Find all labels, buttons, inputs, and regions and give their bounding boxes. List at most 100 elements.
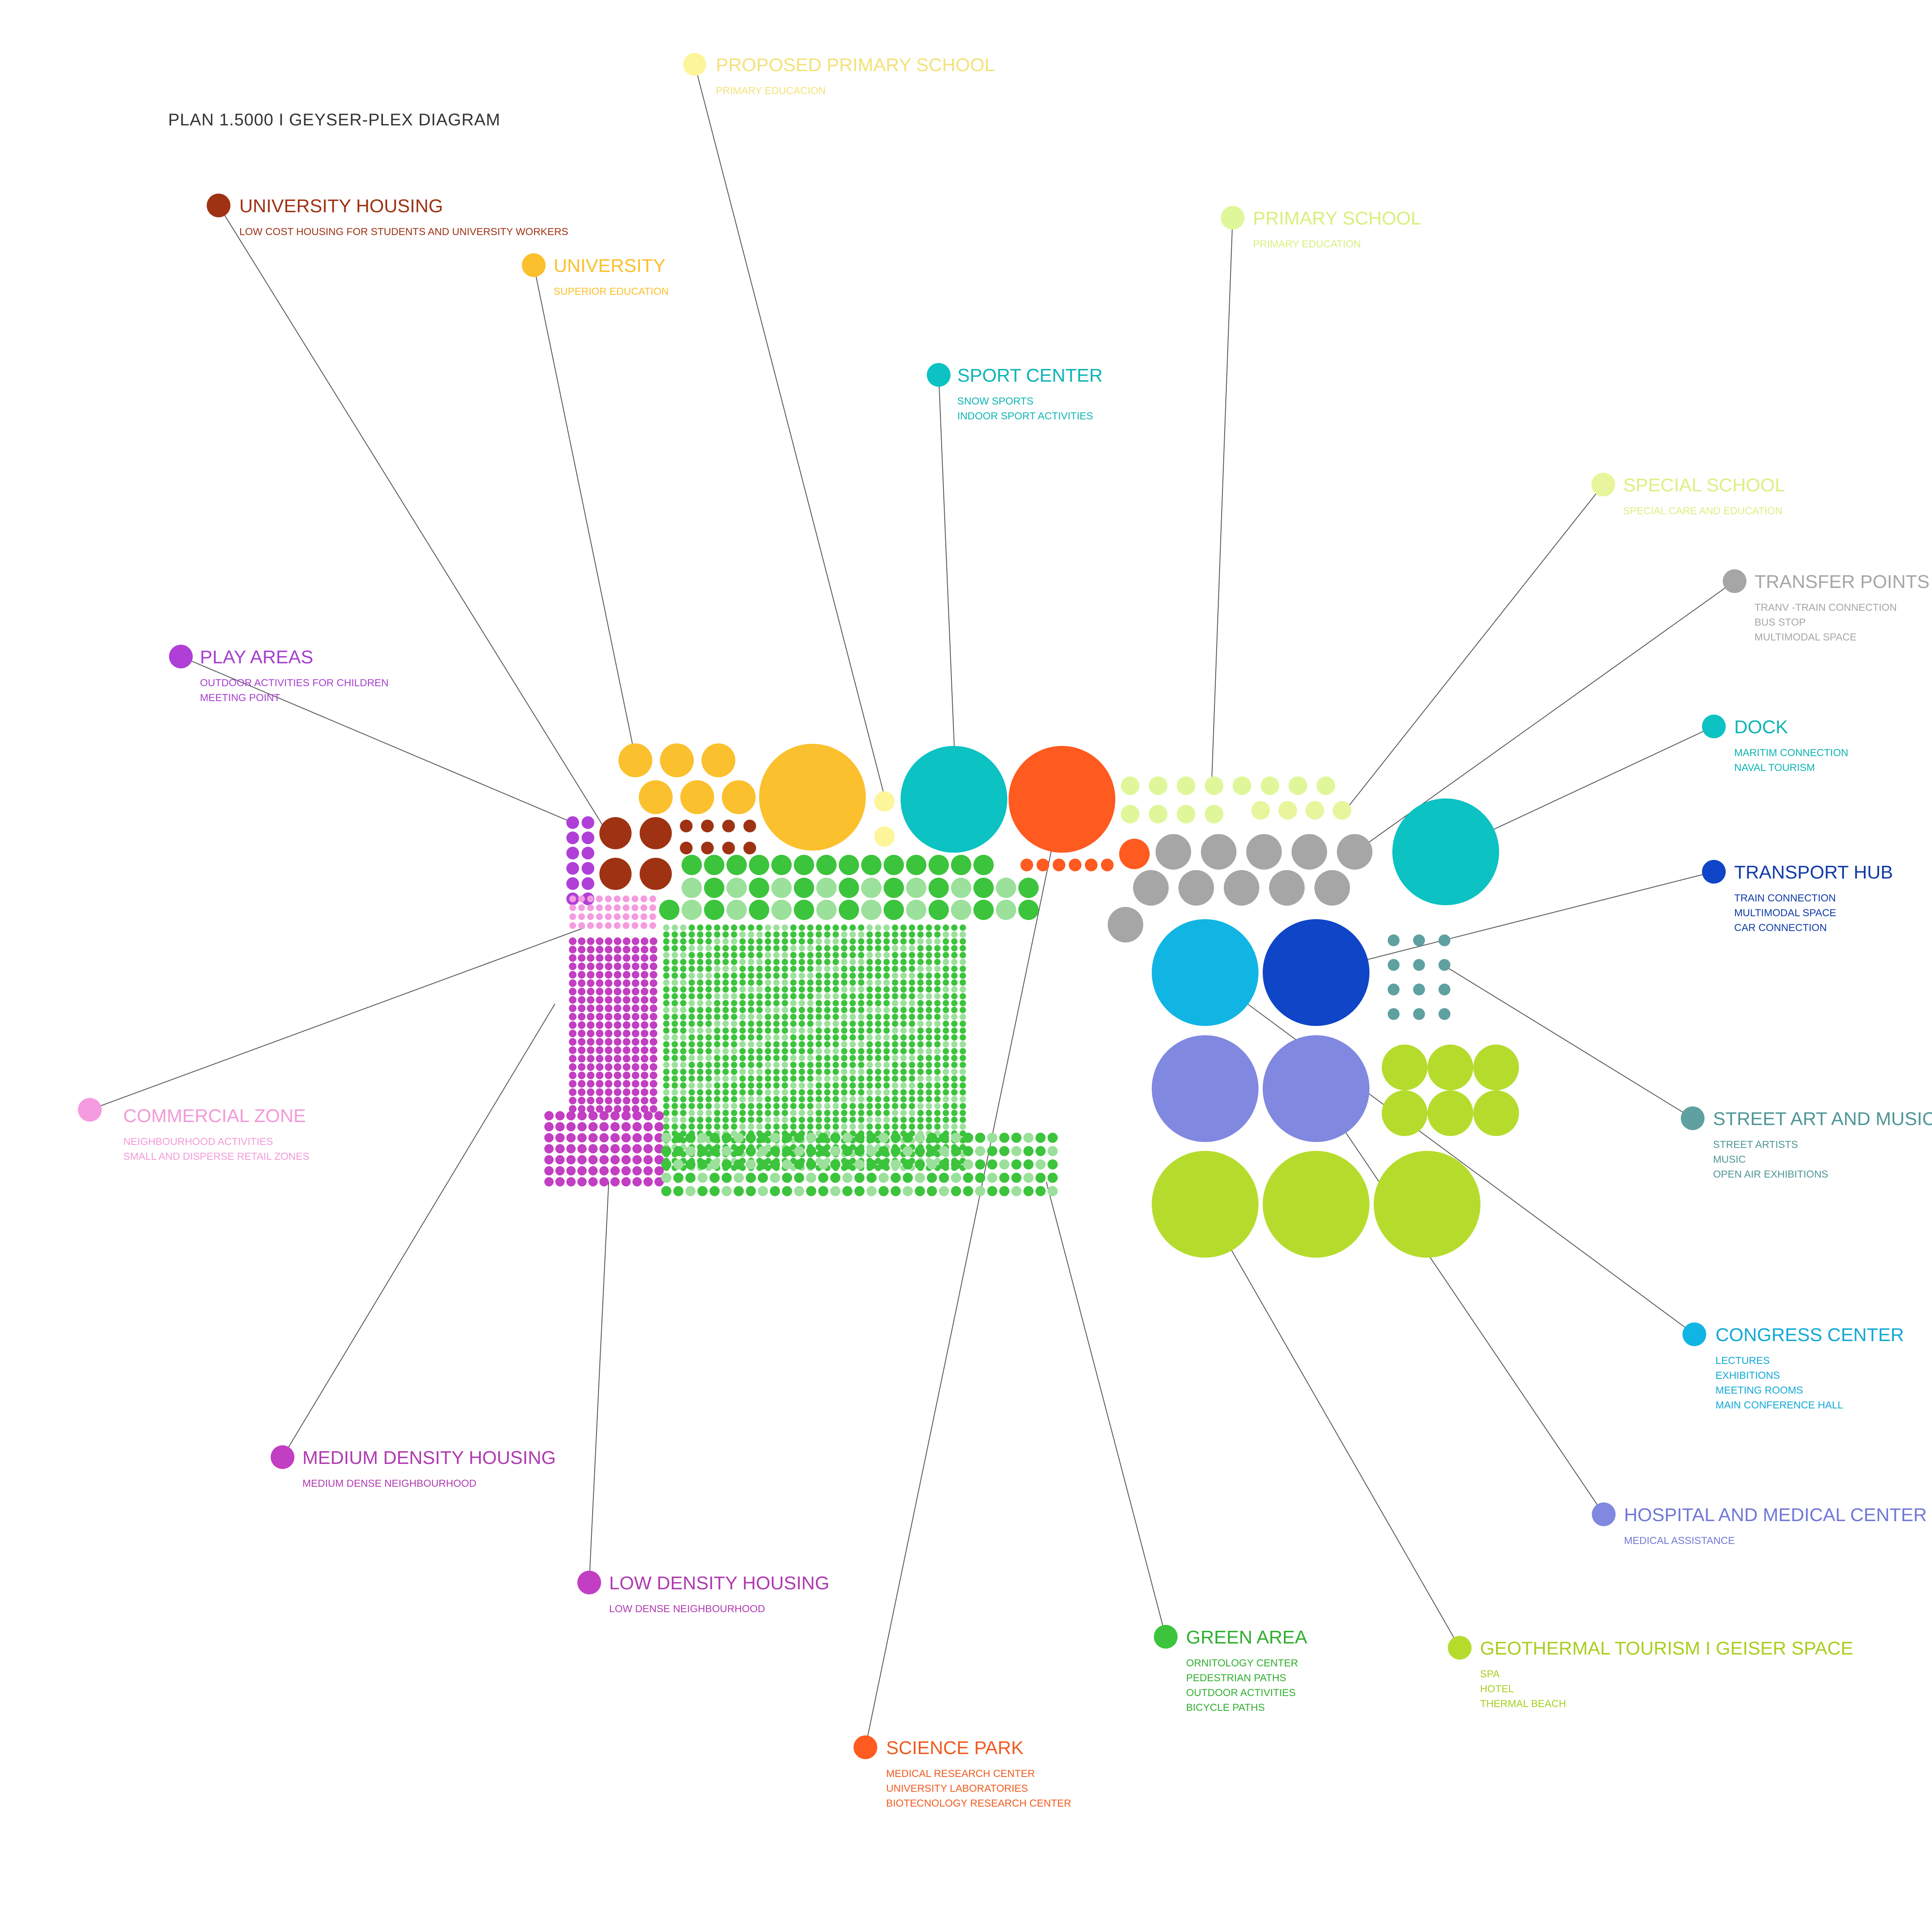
green-field-dot — [663, 1000, 670, 1006]
green-field-dot — [790, 959, 797, 965]
green-field-dot — [739, 931, 746, 938]
medium-density-dot — [596, 1088, 604, 1096]
green-field-dot — [748, 1014, 754, 1020]
low-density-dot — [566, 1177, 576, 1186]
green-field-dot — [858, 979, 865, 986]
green-field-dot — [739, 952, 746, 959]
green-area-small-dot — [734, 1146, 744, 1156]
green-field-dot — [866, 952, 873, 959]
green-field-dot — [849, 1123, 856, 1130]
medium-density-dot — [587, 1088, 595, 1096]
label-subtitle: BUS STOP — [1755, 617, 1806, 628]
green-area-dot — [839, 855, 859, 875]
label-subtitle: MEETING ROOMS — [1716, 1385, 1803, 1396]
university-dot — [639, 780, 673, 814]
green-field-dot — [849, 1109, 856, 1116]
green-field-dot — [663, 1103, 670, 1109]
commercial-dot — [578, 895, 585, 902]
green-field-dot — [714, 1082, 721, 1089]
green-field-dot — [917, 1075, 924, 1082]
green-area-small-dot — [710, 1146, 720, 1156]
green-field-dot — [671, 965, 678, 972]
green-field-dot — [671, 959, 678, 965]
medium-density-dot — [578, 1038, 586, 1046]
green-field-dot — [663, 1020, 670, 1027]
congress_center-leader-line — [1205, 972, 1695, 1335]
green-field-dot — [680, 1034, 687, 1041]
green-field-dot — [892, 1117, 898, 1123]
green-field-dot — [798, 1123, 805, 1130]
medium-density-dot — [569, 1071, 577, 1079]
low-density-dot — [632, 1166, 642, 1175]
green-field-dot — [731, 1062, 737, 1068]
green-field-dot — [722, 1020, 729, 1027]
green-field-dot — [748, 1055, 754, 1062]
green-field-dot — [680, 979, 687, 986]
green-area-small-dot — [697, 1133, 708, 1143]
green-area-small-dot — [890, 1159, 901, 1170]
street-art-dot — [1413, 934, 1425, 946]
green-field-dot — [722, 986, 729, 993]
medium-density-dot — [614, 1029, 621, 1037]
green-field-dot — [765, 1096, 771, 1103]
green-field-dot — [934, 1027, 941, 1034]
low-density-dot — [632, 1111, 642, 1120]
green-field-dot — [832, 972, 839, 979]
green-field-dot — [883, 1103, 890, 1109]
green-field-dot — [671, 979, 678, 986]
label-subtitle: NAVAL TOURISM — [1734, 762, 1815, 773]
green-field-dot — [697, 1068, 704, 1075]
green-field-dot — [722, 1014, 729, 1020]
green-field-dot — [934, 1000, 941, 1006]
green-field-dot — [790, 986, 797, 993]
green-area-small-dot — [854, 1146, 865, 1156]
green-field-dot — [942, 1075, 949, 1082]
green-field-dot — [798, 1103, 805, 1109]
green-area-small-dot — [1023, 1146, 1034, 1156]
green-field-dot — [663, 1014, 670, 1020]
green-area-small-dot — [806, 1133, 816, 1143]
university-legend-icon — [522, 253, 546, 277]
medium-density-dot — [632, 1046, 640, 1054]
green-area-small-dot — [685, 1172, 696, 1183]
green-field-dot — [807, 1068, 814, 1075]
green-field-dot — [951, 1000, 958, 1006]
green-field-dot — [663, 945, 670, 952]
green-field-dot — [849, 945, 856, 952]
green-area-small-dot — [710, 1159, 720, 1170]
low-density-dot — [632, 1133, 642, 1142]
medium-density-dot — [632, 996, 640, 1004]
green-field-dot — [748, 1034, 754, 1041]
green-field-dot — [875, 938, 881, 945]
green-field-dot — [951, 945, 958, 952]
green-field-dot — [849, 1089, 856, 1096]
green-field-dot — [773, 993, 780, 1000]
green-field-dot — [773, 931, 780, 938]
green-field-dot — [832, 1034, 839, 1041]
green-field-dot — [663, 965, 670, 972]
green-field-dot — [858, 1006, 865, 1013]
green-field-dot — [942, 986, 949, 993]
commercial-dot — [605, 895, 612, 902]
green-area-dot — [771, 855, 792, 875]
green-field-dot — [883, 1027, 890, 1034]
green-area-small-dot — [782, 1172, 792, 1183]
medium-density-dot — [614, 1105, 621, 1113]
green-field-dot — [959, 1117, 966, 1123]
medium-density-dot — [640, 1013, 649, 1021]
green-field-dot — [765, 959, 771, 965]
green-field-dot — [798, 1020, 805, 1027]
green-field-dot — [858, 1048, 865, 1055]
label-subtitle: SNOW SPORTS — [957, 396, 1034, 407]
green-field-dot — [765, 993, 771, 1000]
green-field-dot — [705, 1109, 712, 1116]
green-field-dot — [697, 952, 704, 959]
medium-density-dot — [587, 954, 595, 962]
green-field-dot — [909, 1123, 915, 1130]
green-field-dot — [824, 1020, 831, 1027]
green-field-dot — [959, 1062, 966, 1068]
medium-density-dot — [578, 971, 586, 979]
university-dot — [660, 743, 694, 777]
green-area-small-dot — [770, 1186, 780, 1196]
green-field-dot — [892, 1055, 898, 1062]
